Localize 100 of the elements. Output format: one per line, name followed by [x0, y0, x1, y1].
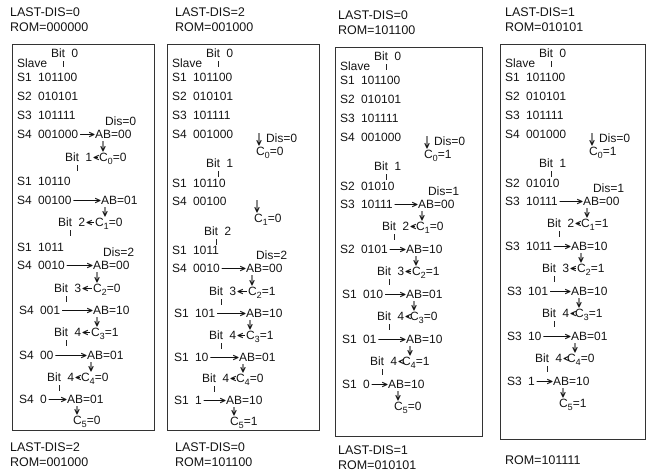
- step-text: S4 0: [19, 393, 47, 406]
- arrow: [54, 352, 87, 358]
- arrow: [572, 342, 578, 353]
- arrow: [238, 288, 248, 294]
- column-result: ROM=010101: [338, 458, 416, 473]
- arrow: [86, 220, 94, 226]
- arrow: [406, 268, 412, 274]
- panel-frame: [167, 44, 320, 431]
- column-result: ROM=001000: [10, 455, 88, 470]
- step-text: Bit 4: [202, 372, 230, 385]
- step-text: Bit 0: [539, 47, 566, 60]
- arrow: [82, 330, 90, 336]
- arrow: [94, 316, 100, 327]
- arrow: [384, 292, 406, 298]
- step-text: AB=01: [571, 330, 608, 343]
- step-text: S2 01010: [340, 180, 394, 193]
- step-text: AB=10: [388, 378, 424, 391]
- step-text: Bit 4: [535, 352, 562, 365]
- column-result: ROM=101111: [505, 453, 580, 468]
- arrow: [247, 320, 253, 330]
- step-text: AB=01: [67, 393, 104, 406]
- arrow: [238, 332, 246, 338]
- arrow: [74, 406, 80, 415]
- step-text: AB=00: [418, 198, 454, 211]
- column-result: LAST-DIS=1: [338, 443, 409, 458]
- arrow: [216, 310, 246, 316]
- arrow: [406, 314, 412, 320]
- step-text: S2 01010: [505, 177, 560, 190]
- step-text: C$_{1}$=0: [95, 216, 122, 229]
- step-text: S1 10110: [172, 177, 226, 190]
- arrow: [203, 398, 226, 404]
- step-text: Bit 2: [58, 216, 86, 229]
- arrow: [48, 396, 67, 402]
- step-text: C$_{2}$=1: [412, 265, 440, 278]
- arrow: [102, 206, 108, 217]
- column-heading: ROM=000000: [10, 20, 88, 35]
- step-text: AB=10: [406, 333, 442, 346]
- arrow: [72, 198, 101, 204]
- step-text: S4 0010: [17, 259, 65, 272]
- step-text: AB=10: [246, 307, 282, 320]
- step-text: C$_{3}$=1: [575, 307, 602, 320]
- step-text: C$_{3}$=1: [246, 329, 274, 342]
- step-text: S4 0010: [172, 262, 220, 275]
- step-text: S1 1011: [17, 241, 64, 254]
- step-text: Slave: [505, 57, 536, 70]
- column-heading: LAST-DIS=0: [10, 5, 81, 20]
- step-text: Bit 1: [206, 157, 234, 170]
- panel-frame: [12, 44, 155, 431]
- step-text: C$_{0}$=0: [99, 151, 126, 164]
- step-text: Bit 1: [65, 151, 92, 164]
- step-text: S4 00: [19, 349, 54, 362]
- step-text: C$_{5}$=0: [394, 400, 422, 413]
- arrow: [94, 272, 100, 283]
- step-text: Bit 2: [204, 225, 232, 238]
- step-text: S1 101100: [340, 74, 400, 87]
- step-text: S2 010101: [340, 93, 402, 106]
- arrow: [80, 132, 95, 138]
- step-text: AB=01: [87, 349, 124, 362]
- step-text: S2 010101: [17, 90, 78, 103]
- step-text: Bit 0: [374, 50, 402, 63]
- step-text: S3 101: [507, 285, 548, 298]
- step-text: C$_{0}$=0: [256, 145, 284, 158]
- arrow: [424, 136, 430, 149]
- step-text: Bit 2: [547, 217, 574, 230]
- step-text: AB=00: [583, 195, 620, 208]
- arrow: [76, 374, 82, 380]
- step-text: Bit 4: [377, 310, 404, 323]
- arrow: [66, 262, 93, 268]
- step-text: S4 00100: [172, 195, 226, 208]
- panel-frame: [500, 44, 646, 440]
- arrow: [407, 346, 413, 356]
- dis-note: Dis=0: [599, 132, 630, 145]
- panel-frame: [335, 47, 483, 437]
- step-text: Bit 0: [51, 47, 78, 60]
- step-text: C$_{4}$=0: [567, 352, 594, 365]
- column-heading: LAST-DIS=1: [505, 5, 576, 20]
- arrow: [210, 354, 239, 360]
- step-text: S4 001: [19, 304, 60, 317]
- step-text: C$_{2}$=1: [577, 262, 604, 275]
- step-text: Bit 1: [539, 157, 566, 170]
- step-text: S1 101100: [172, 71, 232, 84]
- step-text: S1 1: [174, 394, 202, 407]
- step-text: Slave: [172, 57, 202, 70]
- step-text: S3 10111: [505, 195, 558, 208]
- dis-note: Dis=0: [434, 135, 466, 148]
- step-text: S4 001000: [505, 128, 566, 141]
- step-text: S1 101100: [17, 71, 78, 84]
- step-text: Bit 4: [542, 307, 570, 320]
- step-text: S1 101: [174, 307, 216, 320]
- step-text: C$_{2}$=0: [93, 282, 120, 295]
- arrow: [371, 382, 388, 388]
- arrow: [82, 286, 92, 292]
- step-text: AB=00: [93, 259, 130, 272]
- step-text: AB=00: [246, 262, 282, 275]
- column-heading: LAST-DIS=0: [338, 8, 409, 23]
- arrow: [570, 310, 576, 316]
- step-text: S3 10: [507, 330, 542, 343]
- step-text: Bit 3: [542, 262, 570, 275]
- arrow: [589, 132, 595, 146]
- arrow: [564, 356, 570, 362]
